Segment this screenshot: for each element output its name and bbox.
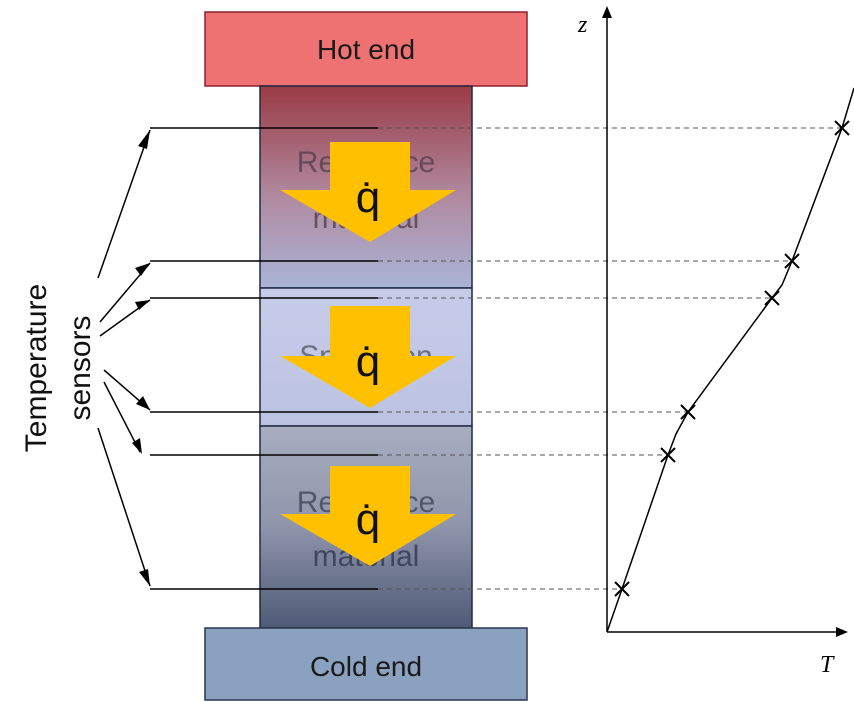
temperature-profile-line: [606, 87, 854, 633]
z-axis-label: z: [577, 12, 588, 38]
sensors-label-line1: Temperature: [20, 284, 53, 452]
marker-3: [764, 290, 780, 306]
hot-end-label: Hot end: [317, 34, 415, 65]
heat-flux-symbol-middle: q̇: [356, 337, 380, 386]
temperature-sensors-label: Temperature sensors: [20, 284, 97, 452]
t-axis-label: T: [820, 652, 835, 678]
measurement-markers: [614, 120, 850, 597]
projection-dashed-lines: [378, 127, 842, 590]
sensor-lines: [150, 127, 378, 590]
marker-2: [784, 253, 800, 269]
heat-flux-arrow-bottom: q̇: [280, 466, 456, 566]
cold-end-label: Cold end: [310, 651, 422, 682]
z-axis-arrowhead: [602, 6, 612, 18]
hot-end-block: Hot end: [204, 11, 528, 87]
marker-1: [834, 120, 850, 136]
sensors-label-line2: sensors: [64, 315, 97, 420]
marker-6: [614, 581, 630, 597]
temperature-profile-plot: z T: [577, 6, 854, 678]
heat-flux-symbol-top: q̇: [356, 173, 380, 222]
cold-end-block: Cold end: [204, 627, 528, 701]
heat-flux-arrow-middle: q̇: [280, 306, 456, 408]
heat-flux-arrow-top: q̇: [280, 142, 456, 242]
marker-5: [660, 447, 676, 463]
sensor-pointer-arrows: [97, 129, 151, 587]
sensor-arrowheads: [132, 130, 150, 586]
t-axis-arrowhead: [836, 627, 848, 637]
marker-4: [680, 404, 696, 420]
heat-flux-symbol-bottom: q̇: [356, 495, 380, 544]
